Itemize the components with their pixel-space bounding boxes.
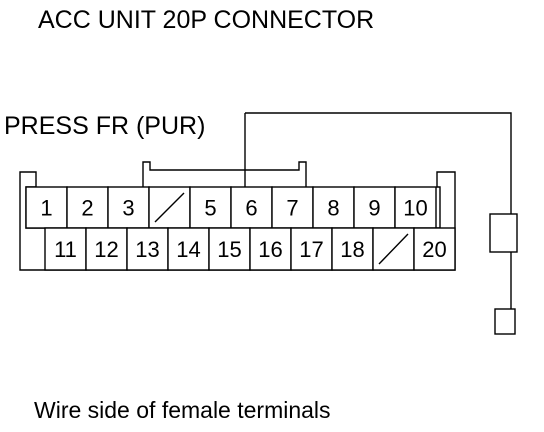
terminal-3: 3 [107,186,150,229]
terminal-label: 18 [340,237,364,262]
terminal-17: 17 [290,227,333,271]
terminal-label: 14 [176,237,200,262]
terminal-label: 9 [368,196,380,221]
terminal-label: 11 [54,237,77,262]
terminal-label: 1 [40,196,52,221]
terminal-label: 10 [403,196,427,221]
terminal-unused [148,186,191,229]
diagram-title: ACC UNIT 20P CONNECTOR [38,6,374,34]
terminal-label: 7 [286,196,298,221]
terminal-20: 20 [413,227,456,271]
terminal-5: 5 [189,186,232,229]
probe-lower-icon [494,308,516,335]
signal-label: PRESS FR (PUR) [4,112,205,140]
terminal-label: 16 [258,237,282,262]
terminal-row-upper: 1 2 3 5 6 7 8 9 10 [25,186,437,229]
terminal-9: 9 [353,186,396,229]
terminal-label: 15 [217,237,241,262]
terminal-16: 16 [249,227,292,271]
terminal-2: 2 [66,186,109,229]
terminal-8: 8 [312,186,355,229]
terminal-7: 7 [271,186,314,229]
terminal-row-lower: 11 12 13 14 15 16 17 18 20 [44,227,456,271]
terminal-label: 6 [245,196,257,221]
unused-slash [378,233,409,265]
terminal-label: 20 [422,237,446,262]
terminal-1: 1 [25,186,68,229]
terminal-label: 17 [299,237,323,262]
terminal-12: 12 [85,227,128,271]
connector-latch [142,161,307,187]
terminal-13: 13 [126,227,169,271]
terminal-label: 5 [204,196,216,221]
terminal-11: 11 [44,227,87,271]
terminal-18: 18 [331,227,374,271]
terminal-10: 10 [394,186,437,229]
unused-slash [154,192,185,223]
terminal-label: 3 [122,196,134,221]
terminal-label: 8 [327,196,339,221]
terminal-label: 2 [81,196,93,221]
terminal-label: 12 [94,237,118,262]
caption: Wire side of female terminals [34,397,331,423]
terminal-6: 6 [230,186,273,229]
terminal-14: 14 [167,227,210,271]
terminal-15: 15 [208,227,251,271]
signal-wire [244,112,512,309]
terminal-unused [372,227,415,271]
terminal-label: 13 [135,237,159,262]
probe-upper-icon [489,213,518,253]
